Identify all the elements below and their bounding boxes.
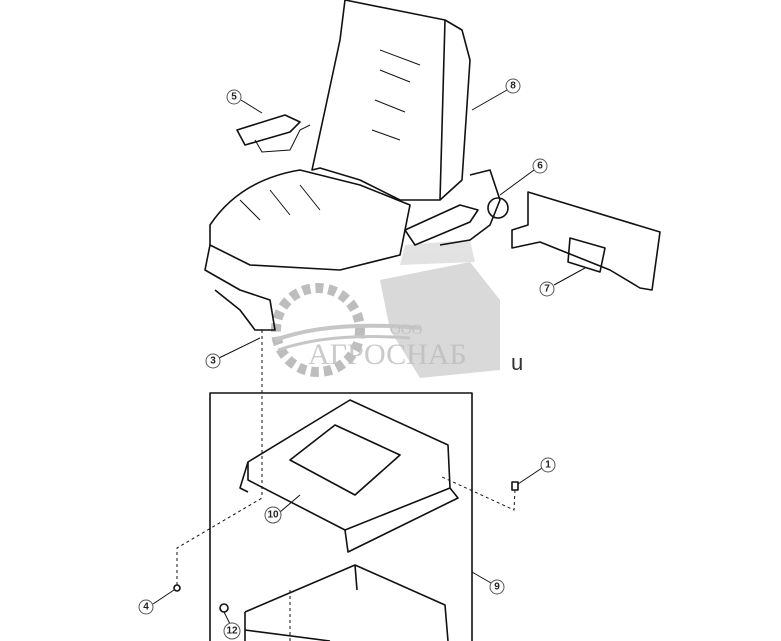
callout-9[interactable]: 9 xyxy=(489,579,505,595)
svg-text:10: 10 xyxy=(267,510,279,521)
callout-10[interactable]: 10 xyxy=(264,506,282,524)
callout-1[interactable]: 1 xyxy=(540,457,556,473)
svg-text:4: 4 xyxy=(143,602,149,613)
watermark-prefix: ООО xyxy=(390,322,423,338)
side-panel xyxy=(511,191,661,291)
watermark-name: АГРОСНАБ xyxy=(308,338,467,371)
kit-frame xyxy=(209,392,473,641)
svg-text:1: 1 xyxy=(545,460,551,471)
callout-4[interactable]: 4 xyxy=(138,599,154,615)
seat-base-box xyxy=(244,564,449,641)
svg-text:3: 3 xyxy=(210,356,216,367)
callout-5[interactable]: 5 xyxy=(226,89,242,105)
bolt-1 xyxy=(439,475,519,511)
svg-text:12: 12 xyxy=(226,626,238,637)
callout-12[interactable]: 12 xyxy=(223,622,241,640)
svg-text:5: 5 xyxy=(231,92,237,103)
seat-cushion xyxy=(204,169,411,331)
leader-lines xyxy=(152,89,586,625)
seat-backrest xyxy=(311,0,471,201)
callout-7[interactable]: 7 xyxy=(539,281,555,297)
svg-text:9: 9 xyxy=(494,582,500,593)
armrest-right xyxy=(404,169,509,246)
mounting-plate xyxy=(239,399,459,553)
svg-text:7: 7 xyxy=(544,284,550,295)
svg-text:8: 8 xyxy=(510,81,516,92)
svg-text:6: 6 xyxy=(537,161,543,172)
bolt-4 xyxy=(173,497,263,592)
callout-6[interactable]: 6 xyxy=(532,158,548,174)
callout-3[interactable]: 3 xyxy=(205,353,221,369)
callout-8[interactable]: 8 xyxy=(505,78,521,94)
stray-text: u xyxy=(511,350,524,375)
watermark-logo: ООО АГРОСНАБ xyxy=(271,240,500,378)
armrest-left xyxy=(236,114,311,153)
